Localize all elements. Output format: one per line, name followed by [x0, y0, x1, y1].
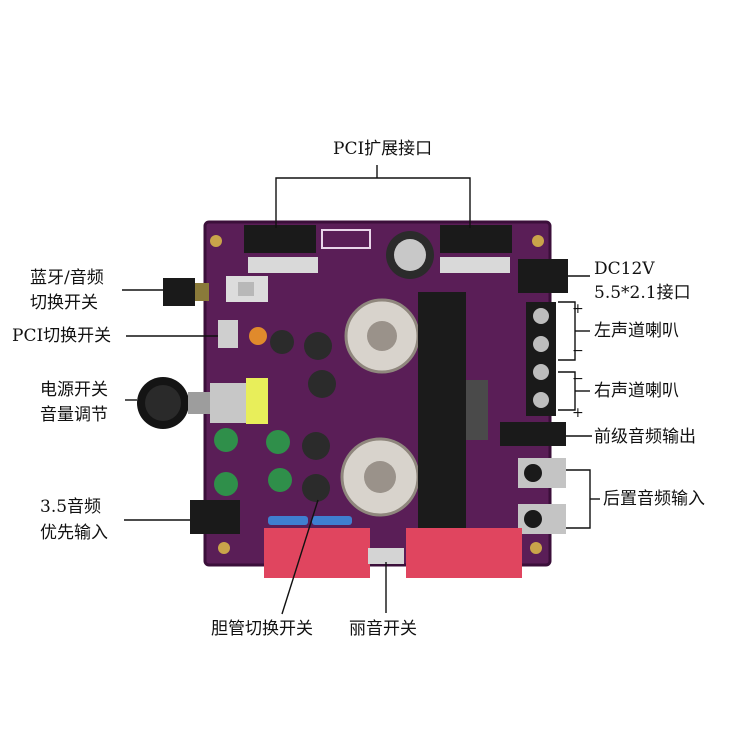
- film-capacitor-right: [406, 528, 522, 578]
- mounting-hole: [218, 542, 230, 554]
- label-tube-switch: 胆管切换开关: [211, 619, 313, 639]
- capacitor: [270, 330, 294, 354]
- label-35-input-line2: 优先输入: [40, 523, 108, 543]
- mounting-hole: [532, 235, 544, 247]
- preamp-jack: [500, 422, 566, 446]
- mounting-hole: [210, 235, 222, 247]
- label-dc-line1: DC12V: [594, 259, 655, 279]
- capacitor: [214, 472, 238, 496]
- label-right-speaker: 右声道喇叭: [594, 381, 679, 401]
- label-bluetooth-switch-line2: 切换开关: [30, 293, 98, 313]
- minus-sign: −: [572, 343, 584, 359]
- minus-sign: −: [572, 371, 584, 387]
- pci-header-right: [440, 225, 512, 253]
- capacitor: [308, 370, 336, 398]
- dc-jack: [518, 259, 568, 293]
- label-rear-input: 后置音频输入: [603, 489, 705, 509]
- plus-sign: +: [572, 301, 584, 317]
- capacitor: [268, 468, 292, 492]
- label-preamp-out: 前级音频输出: [594, 427, 696, 447]
- mounting-hole: [530, 542, 542, 554]
- capacitor: [214, 428, 238, 452]
- label-left-speaker: 左声道喇叭: [594, 321, 679, 341]
- pci-toggle: [218, 320, 238, 348]
- capacitor: [266, 430, 290, 454]
- capacitor: [302, 474, 330, 502]
- annotation-lines: [122, 165, 600, 615]
- label-pci-expansion: PCI扩展接口: [333, 139, 433, 159]
- label-power-volume-line1: 电源开关: [40, 380, 108, 400]
- treble-toggle: [368, 548, 404, 564]
- label-power-volume-line2: 音量调节: [40, 405, 108, 425]
- label-pci-switch: PCI切换开关: [12, 326, 112, 346]
- capacitor: [304, 332, 332, 360]
- label-bluetooth-switch-line1: 蓝牙/音频: [30, 268, 104, 288]
- aux-35-jack: [190, 500, 240, 534]
- film-capacitor-left: [264, 528, 370, 578]
- label-dc-line2: 5.5*2.1接口: [594, 283, 691, 303]
- label-35-input-line1: 3.5音频: [40, 497, 102, 517]
- heatsink: [418, 292, 466, 538]
- bluetooth-jack: [163, 278, 195, 306]
- label-treble-switch: 丽音开关: [349, 619, 417, 639]
- capacitor: [302, 432, 330, 460]
- plus-sign: +: [572, 405, 584, 421]
- pci-header-left: [244, 225, 316, 253]
